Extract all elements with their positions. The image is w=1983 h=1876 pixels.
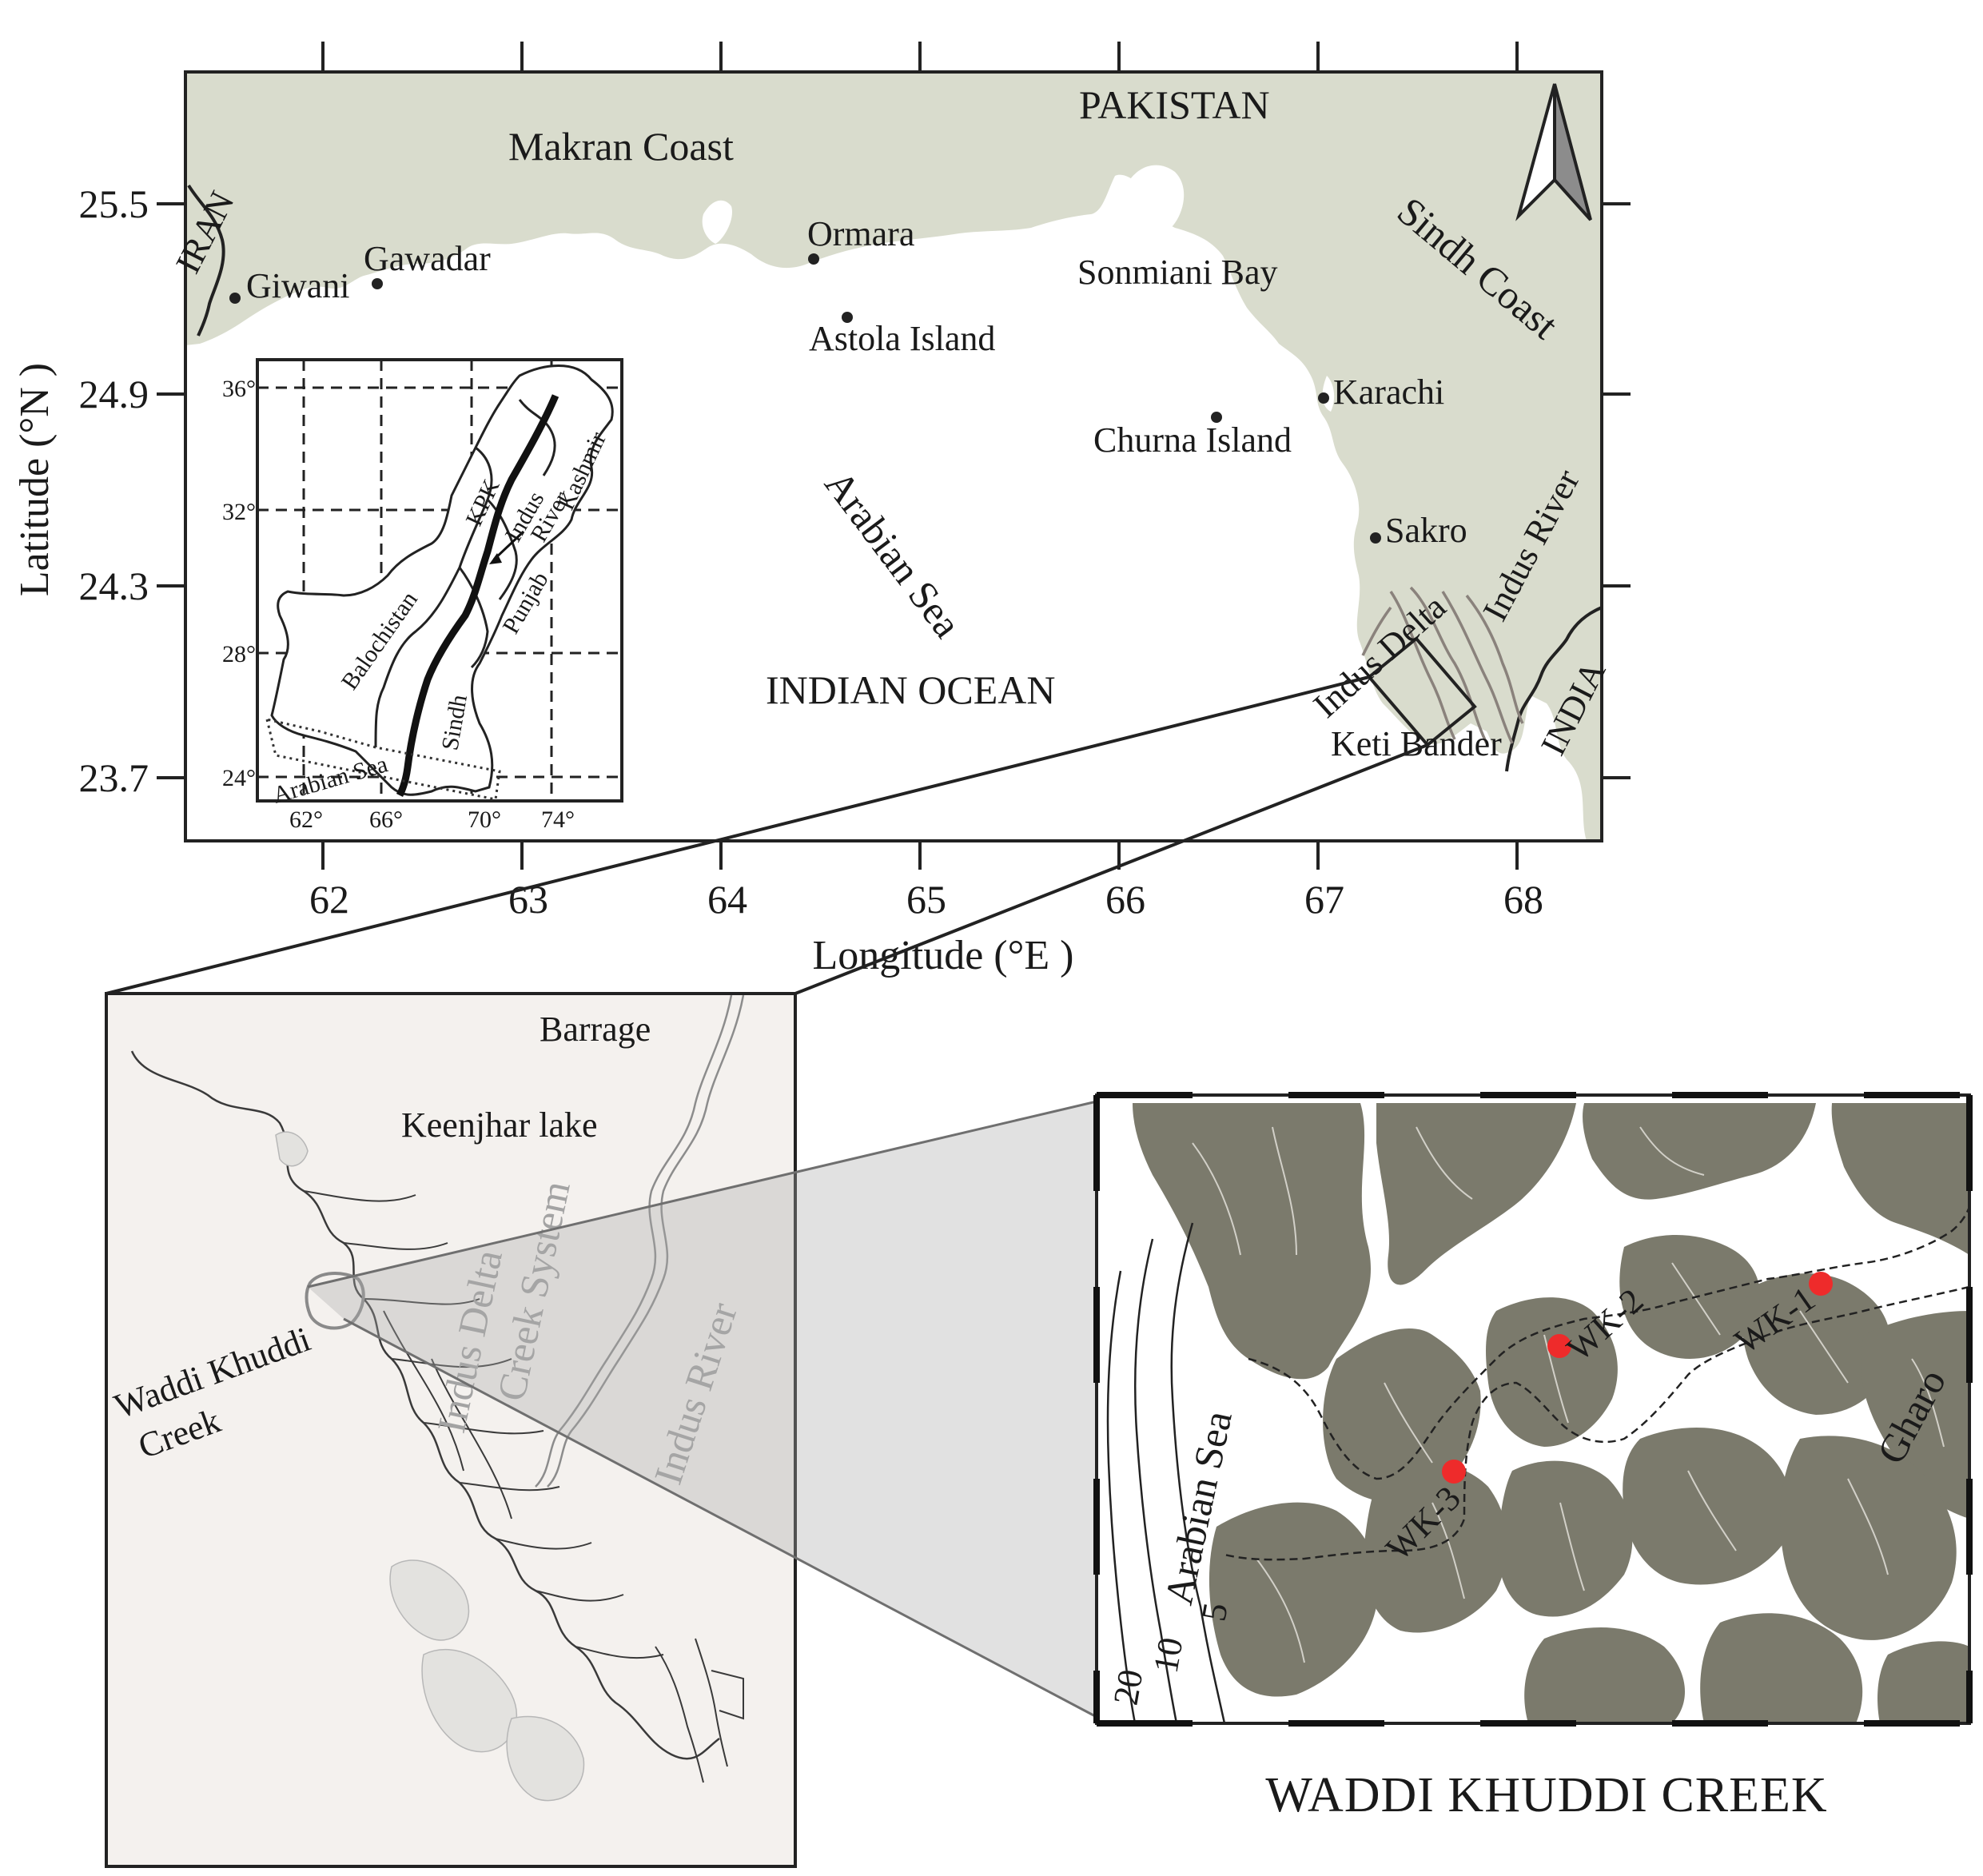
- x-tick-67: 67: [1304, 877, 1344, 922]
- connector-zoom: [308, 1101, 1097, 1717]
- y-tick-25-5: 25.5: [79, 181, 149, 226]
- x-tick-64: 64: [707, 877, 747, 922]
- detail-map: WK-1 WK-2 WK-3 Arabian Sea Gharo 5 10 20…: [1093, 1092, 1973, 1822]
- y-tick-24-3: 24.3: [79, 564, 149, 608]
- station-wk-2: [1547, 1334, 1571, 1358]
- label-contour-20: 20: [1106, 1667, 1151, 1708]
- border-iran: [187, 184, 225, 337]
- study-area-box: [1367, 636, 1477, 747]
- land-pakistan: [185, 72, 1602, 841]
- main-map-frame: [184, 70, 1603, 842]
- inset-y-28: 28°: [222, 641, 256, 667]
- label-astola-island: Astola Island: [809, 319, 995, 358]
- detail-canvas: WK-1 WK-2 WK-3 Arabian Sea Gharo 5 10 20: [1097, 1095, 1969, 1723]
- right-ticks: [1602, 202, 1631, 779]
- place-points: [229, 253, 1381, 544]
- bottom-ticks: [321, 841, 1519, 870]
- label-sonmiani-bay: Sonmiani Bay: [1077, 253, 1278, 292]
- connector-main-to-middle: [106, 675, 1428, 995]
- delta-channels: [1361, 586, 1524, 744]
- label-barrage: Barrage: [540, 1010, 651, 1049]
- label-churna-island: Churna Island: [1093, 420, 1292, 460]
- label-ormara: Ormara: [807, 214, 914, 253]
- x-tick-labels: 62 63 64 65 66 67 68: [309, 877, 1543, 922]
- y-tick-24-9: 24.9: [79, 372, 149, 416]
- inset-y-36: 36°: [222, 376, 256, 402]
- inset-x-74: 74°: [541, 807, 575, 833]
- station-wk-3: [1442, 1460, 1466, 1484]
- detail-map-title: WADDI KHUDDI CREEK: [1265, 1768, 1827, 1822]
- x-tick-66: 66: [1105, 877, 1145, 922]
- x-tick-62: 62: [309, 877, 349, 922]
- label-keti-bander: Keti Bander: [1331, 724, 1502, 763]
- detail-frame-checks: [1093, 1092, 1973, 1727]
- north-arrow-icon: [1515, 83, 1592, 221]
- y-axis-label: Latitude (°N ): [12, 363, 58, 596]
- inset-indus-river: [396, 394, 559, 798]
- inset-y-ticks: 36° 32° 28° 24°: [222, 376, 256, 791]
- label-makran-coast: Makran Coast: [508, 124, 734, 169]
- middle-map-frame: [105, 992, 797, 1868]
- left-ticks: [157, 202, 185, 779]
- inset-pakistan-outline: [270, 364, 614, 796]
- middle-map: Barrage Keenjhar lake Waddi Khuddi Creek…: [105, 992, 797, 1868]
- inset-y-32: 32°: [222, 499, 256, 525]
- label-gawadar: Gawadar: [364, 239, 491, 278]
- label-keenjhar-lake: Keenjhar lake: [401, 1105, 598, 1145]
- label-sakro: Sakro: [1385, 511, 1467, 550]
- label-karachi: Karachi: [1333, 372, 1444, 412]
- label-indian-ocean: INDIAN OCEAN: [766, 667, 1055, 712]
- x-tick-68: 68: [1503, 877, 1543, 922]
- y-tick-labels: 25.5 24.9 24.3 23.7: [79, 181, 149, 800]
- station-markers: [1442, 1272, 1833, 1484]
- x-tick-65: 65: [906, 877, 946, 922]
- inset-x-62: 62°: [289, 807, 323, 833]
- label-contour-10: 10: [1146, 1635, 1191, 1676]
- inset-x-66: 66°: [369, 807, 403, 833]
- inset-map: Balochistan KPK Indus River Kashmir Punj…: [222, 358, 623, 833]
- y-tick-23-7: 23.7: [79, 755, 149, 800]
- inset-x-70: 70°: [468, 807, 501, 833]
- label-pakistan: PAKISTAN: [1079, 82, 1270, 127]
- inset-y-24: 24°: [222, 765, 256, 791]
- label-giwani: Giwani: [246, 266, 350, 305]
- border-india: [1505, 606, 1603, 772]
- top-ticks: [321, 42, 1519, 72]
- inset-x-ticks: 62° 66° 70° 74°: [289, 807, 575, 833]
- station-wk-1: [1809, 1272, 1833, 1296]
